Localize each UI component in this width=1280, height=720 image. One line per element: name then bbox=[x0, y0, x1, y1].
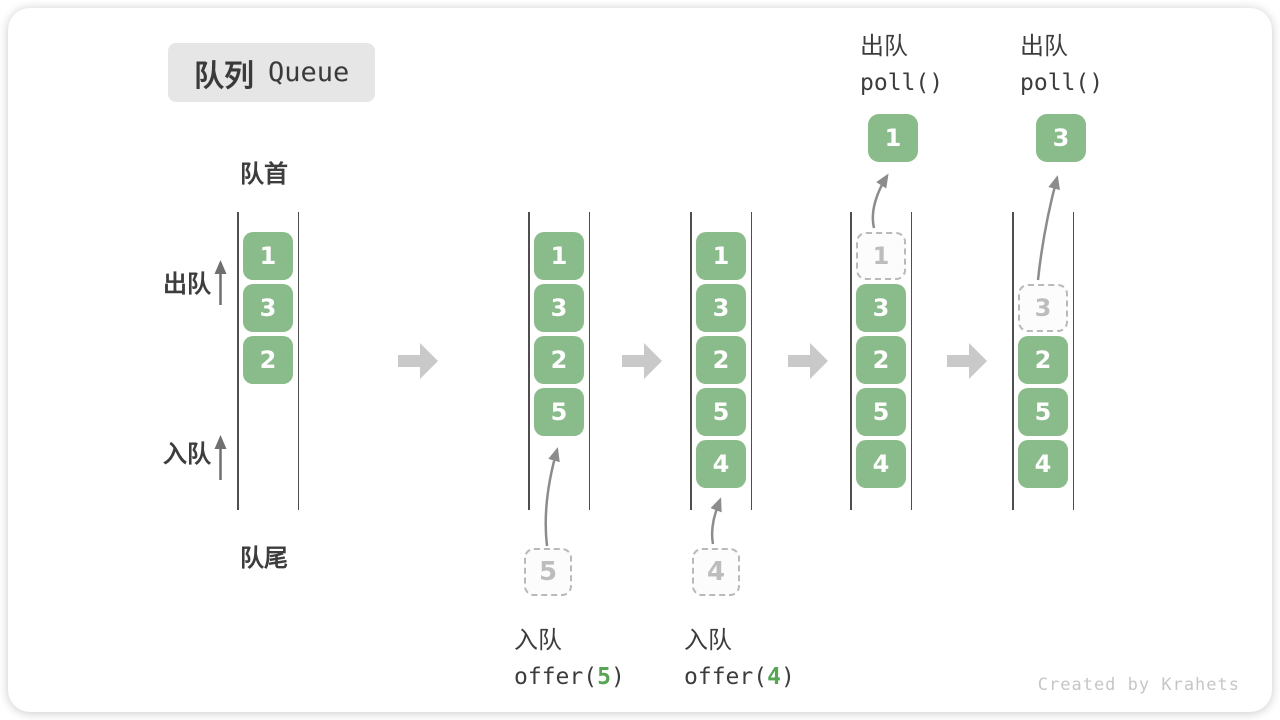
title-zh: 队列 bbox=[194, 59, 254, 93]
queue-item-ghost: 1 bbox=[856, 232, 906, 280]
enqueue-side-label: 入队 bbox=[163, 441, 211, 468]
queue-item: 1 bbox=[696, 232, 746, 280]
op-fn: offer( bbox=[684, 664, 768, 690]
enqueue-op-block: 入队 offer(4) bbox=[684, 620, 795, 690]
queue-item: 1 bbox=[534, 232, 584, 280]
queue-item: 3 bbox=[243, 284, 293, 332]
queue-wall-left bbox=[237, 212, 239, 510]
queue-column-1: 1 3 2 bbox=[237, 212, 299, 510]
popped-item: 3 bbox=[1036, 114, 1086, 162]
op-label: 出队 bbox=[1020, 33, 1068, 60]
stage-arrow-icon bbox=[622, 343, 662, 379]
watermark: Created by Krahets bbox=[1037, 675, 1240, 695]
title-en: Queue bbox=[268, 57, 350, 88]
stage-arrow-icon bbox=[947, 343, 987, 379]
queue-item: 4 bbox=[1018, 440, 1068, 488]
op-fn: offer( bbox=[514, 664, 598, 690]
queue-item: 2 bbox=[534, 336, 584, 384]
enqueue-op-block: 入队 offer(5) bbox=[514, 620, 625, 690]
queue-rear-label: 队尾 bbox=[240, 545, 288, 572]
op-code: offer(4) bbox=[684, 664, 795, 690]
op-close: ) bbox=[780, 664, 795, 690]
queue-item: 5 bbox=[856, 388, 906, 436]
op-code: poll() bbox=[860, 70, 944, 96]
dequeue-side-label: 出队 bbox=[163, 271, 211, 298]
queue-wall-left bbox=[690, 212, 692, 510]
dequeue-op-block: 出队 poll() bbox=[860, 26, 943, 96]
queue-column-5: 3 2 5 4 bbox=[1012, 212, 1074, 510]
queue-column-4: 1 3 2 5 4 bbox=[850, 212, 912, 510]
queue-item: 5 bbox=[534, 388, 584, 436]
queue-item-ghost: 3 bbox=[1018, 284, 1068, 332]
queue-item: 2 bbox=[856, 336, 906, 384]
queue-item: 3 bbox=[696, 284, 746, 332]
queue-item: 5 bbox=[696, 388, 746, 436]
queue-wall-right bbox=[750, 212, 752, 510]
queue-wall-left bbox=[1012, 212, 1014, 510]
staged-item: 5 bbox=[524, 548, 572, 596]
queue-item: 4 bbox=[696, 440, 746, 488]
queue-column-2: 1 3 2 5 bbox=[528, 212, 590, 510]
queue-item: 3 bbox=[856, 284, 906, 332]
op-code: offer(5) bbox=[514, 664, 625, 690]
op-arg: 4 bbox=[767, 664, 781, 690]
queue-column-3: 1 3 2 5 4 bbox=[690, 212, 752, 510]
op-label: 入队 bbox=[684, 627, 732, 654]
op-label: 出队 bbox=[860, 33, 908, 60]
stage-arrow-icon bbox=[788, 343, 828, 379]
stage-arrow-icon bbox=[398, 343, 438, 379]
queue-item: 1 bbox=[243, 232, 293, 280]
queue-item: 2 bbox=[696, 336, 746, 384]
queue-wall-right bbox=[588, 212, 590, 510]
op-code: poll() bbox=[1020, 70, 1104, 96]
queue-item: 4 bbox=[856, 440, 906, 488]
dequeue-op-block: 出队 poll() bbox=[1020, 26, 1103, 96]
queue-wall-left bbox=[850, 212, 852, 510]
op-close: ) bbox=[610, 664, 625, 690]
queue-wall-right bbox=[1072, 212, 1074, 510]
op-label: 入队 bbox=[514, 627, 562, 654]
title-badge: 队列 Queue bbox=[168, 43, 376, 102]
queue-item: 5 bbox=[1018, 388, 1068, 436]
queue-front-label: 队首 bbox=[240, 161, 288, 188]
staged-item: 4 bbox=[692, 548, 740, 596]
op-arg: 5 bbox=[597, 664, 611, 690]
popped-item: 1 bbox=[868, 114, 918, 162]
queue-wall-left bbox=[528, 212, 530, 510]
queue-wall-right bbox=[297, 212, 299, 510]
queue-item: 3 bbox=[534, 284, 584, 332]
queue-item: 2 bbox=[1018, 336, 1068, 384]
queue-item: 2 bbox=[243, 336, 293, 384]
queue-wall-right bbox=[910, 212, 912, 510]
